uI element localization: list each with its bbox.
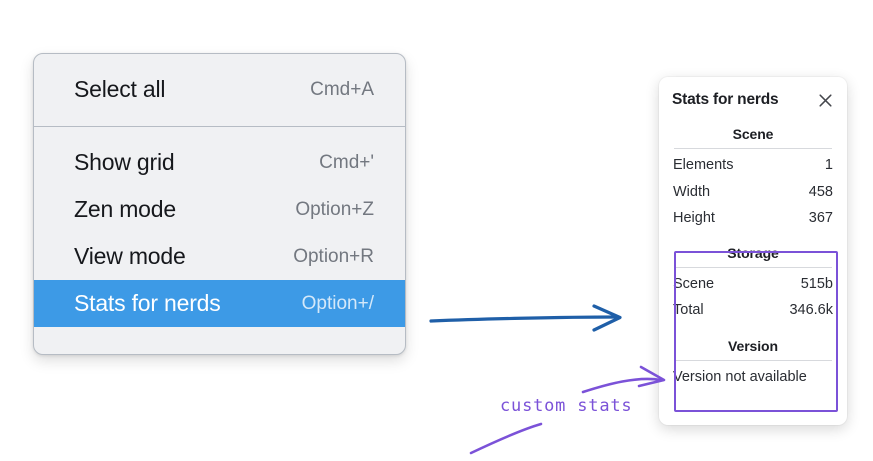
menu-item-shortcut: Cmd+' xyxy=(319,151,374,173)
menu-item-select-all[interactable]: Select all Cmd+A xyxy=(34,66,405,113)
custom-stats-annotation-label: custom stats xyxy=(500,396,633,416)
stat-row-width: Width 458 xyxy=(672,180,834,207)
stat-key: Elements xyxy=(673,157,734,173)
section-rule xyxy=(674,266,832,268)
menu-spacer-top-2 xyxy=(34,127,405,139)
menu-spacer-top xyxy=(34,54,405,66)
stat-value: 515b xyxy=(800,275,833,292)
menu-spacer-bottom xyxy=(34,327,405,340)
menu-item-label: View mode xyxy=(74,243,186,269)
purple-arrow-upper xyxy=(581,365,666,394)
menu-item-label: Select all xyxy=(74,76,166,102)
section-rule xyxy=(674,359,832,361)
menu-item-shortcut: Option+/ xyxy=(301,292,374,314)
stat-value: 367 xyxy=(808,210,833,227)
stat-key: Scene xyxy=(673,275,715,292)
stat-key: Total xyxy=(673,302,704,319)
blue-flow-arrow xyxy=(429,304,622,332)
version-not-available-text: Version not available xyxy=(673,368,807,385)
stats-for-nerds-panel[interactable]: Stats for nerds Scene Elements 1 Width 4… xyxy=(659,77,847,425)
stat-row-scene-storage: Scene 515b xyxy=(672,272,834,299)
menu-item-shortcut: Option+Z xyxy=(295,198,374,220)
panel-title: Stats for nerds xyxy=(672,91,779,108)
menu-item-label: Zen mode xyxy=(74,196,176,222)
purple-arrow-lower xyxy=(469,422,543,455)
menu-item-zen-mode[interactable]: Zen mode Option+Z xyxy=(34,186,405,233)
stat-key: Width xyxy=(673,183,711,200)
stat-key: Height xyxy=(673,210,715,227)
menu-spacer-mid xyxy=(34,113,405,126)
canvas-context-menu[interactable]: Select all Cmd+A Show grid Cmd+' Zen mod… xyxy=(33,53,406,355)
menu-item-shortcut: Option+R xyxy=(293,245,374,267)
stat-row-height: Height 367 xyxy=(672,206,834,233)
section-rule xyxy=(674,148,832,149)
stat-row-elements: Elements 1 xyxy=(672,153,834,180)
stat-value: 346.6k xyxy=(789,302,833,319)
section-heading-storage: Storage xyxy=(727,244,779,261)
menu-section-2: Show grid Cmd+' Zen mode Option+Z View m… xyxy=(34,127,405,340)
section-heading-version: Version xyxy=(728,337,778,354)
stat-value: 458 xyxy=(808,183,833,200)
menu-item-show-grid[interactable]: Show grid Cmd+' xyxy=(34,139,405,186)
close-icon[interactable] xyxy=(816,91,834,109)
menu-item-label: Show grid xyxy=(74,149,175,175)
section-heading-scene: Scene xyxy=(732,126,774,142)
menu-item-shortcut: Cmd+A xyxy=(310,78,374,100)
menu-item-view-mode[interactable]: View mode Option+R xyxy=(34,233,405,280)
stat-row-total-storage: Total 346.6k xyxy=(672,298,834,325)
panel-header: Stats for nerds xyxy=(672,77,834,119)
menu-item-label: Stats for nerds xyxy=(74,290,221,316)
stat-value: 1 xyxy=(824,157,833,173)
menu-item-stats-for-nerds[interactable]: Stats for nerds Option+/ xyxy=(34,280,405,327)
menu-section-1: Select all Cmd+A xyxy=(34,54,405,126)
menu-divider xyxy=(34,126,405,127)
